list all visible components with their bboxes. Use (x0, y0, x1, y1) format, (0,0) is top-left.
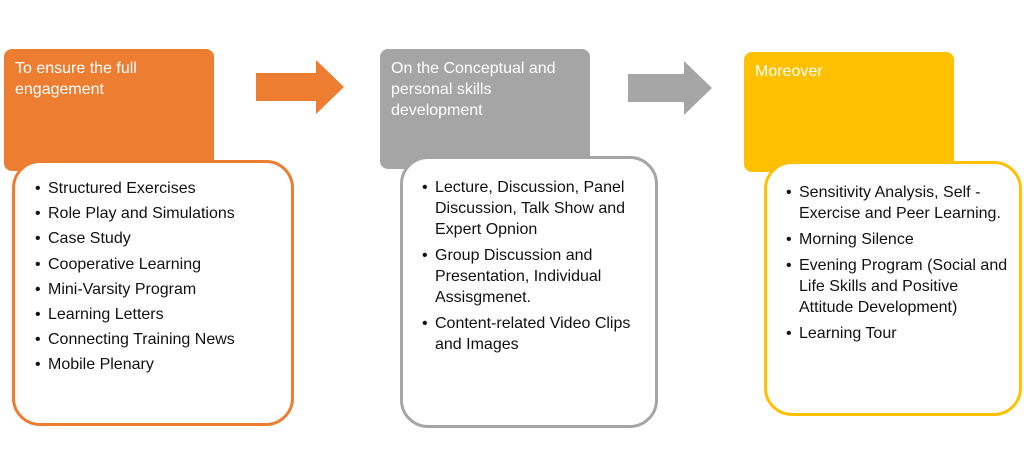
stage-1-list: Structured Exercises Role Play and Simul… (35, 178, 281, 375)
list-item: Structured Exercises (35, 178, 281, 199)
arrow-right-icon (628, 61, 712, 115)
list-item: Content-related Video Clips and Images (422, 313, 647, 355)
list-item: Group Discussion and Presentation, Indiv… (422, 245, 647, 308)
stage-3-header: Moreover (744, 52, 954, 172)
stage-2-card: Lecture, Discussion, Panel Discussion, T… (400, 156, 658, 428)
list-item: Mini-Varsity Program (35, 279, 281, 300)
stage-2-title: On the Conceptual and personal skills de… (391, 60, 556, 119)
list-item: Case Study (35, 228, 281, 249)
arrow-right-icon (256, 60, 344, 114)
arrow-1-shape (256, 60, 344, 114)
arrow-2-shape (628, 61, 712, 115)
stage-2-header: On the Conceptual and personal skills de… (380, 49, 590, 169)
list-item: Learning Letters (35, 304, 281, 325)
list-item: Role Play and Simulations (35, 203, 281, 224)
stage-3-card: Sensitivity Analysis, Self -Exercise and… (764, 161, 1022, 416)
stage-1-header: To ensure the full engagement (4, 49, 214, 171)
list-item: Lecture, Discussion, Panel Discussion, T… (422, 177, 647, 240)
stage-1-title: To ensure the full engagement (15, 60, 137, 98)
list-item: Mobile Plenary (35, 354, 281, 375)
list-item: Cooperative Learning (35, 254, 281, 275)
list-item: Connecting Training News (35, 329, 281, 350)
stage-1-card: Structured Exercises Role Play and Simul… (12, 160, 294, 426)
list-item: Learning Tour (786, 323, 1013, 344)
stage-2-list: Lecture, Discussion, Panel Discussion, T… (422, 177, 647, 355)
list-item: Sensitivity Analysis, Self -Exercise and… (786, 182, 1013, 224)
list-item: Morning Silence (786, 229, 1013, 250)
stage-3-list: Sensitivity Analysis, Self -Exercise and… (786, 182, 1013, 344)
stage-3-title: Moreover (755, 63, 823, 80)
list-item: Evening Program (Social and Life Skills … (786, 255, 1013, 318)
